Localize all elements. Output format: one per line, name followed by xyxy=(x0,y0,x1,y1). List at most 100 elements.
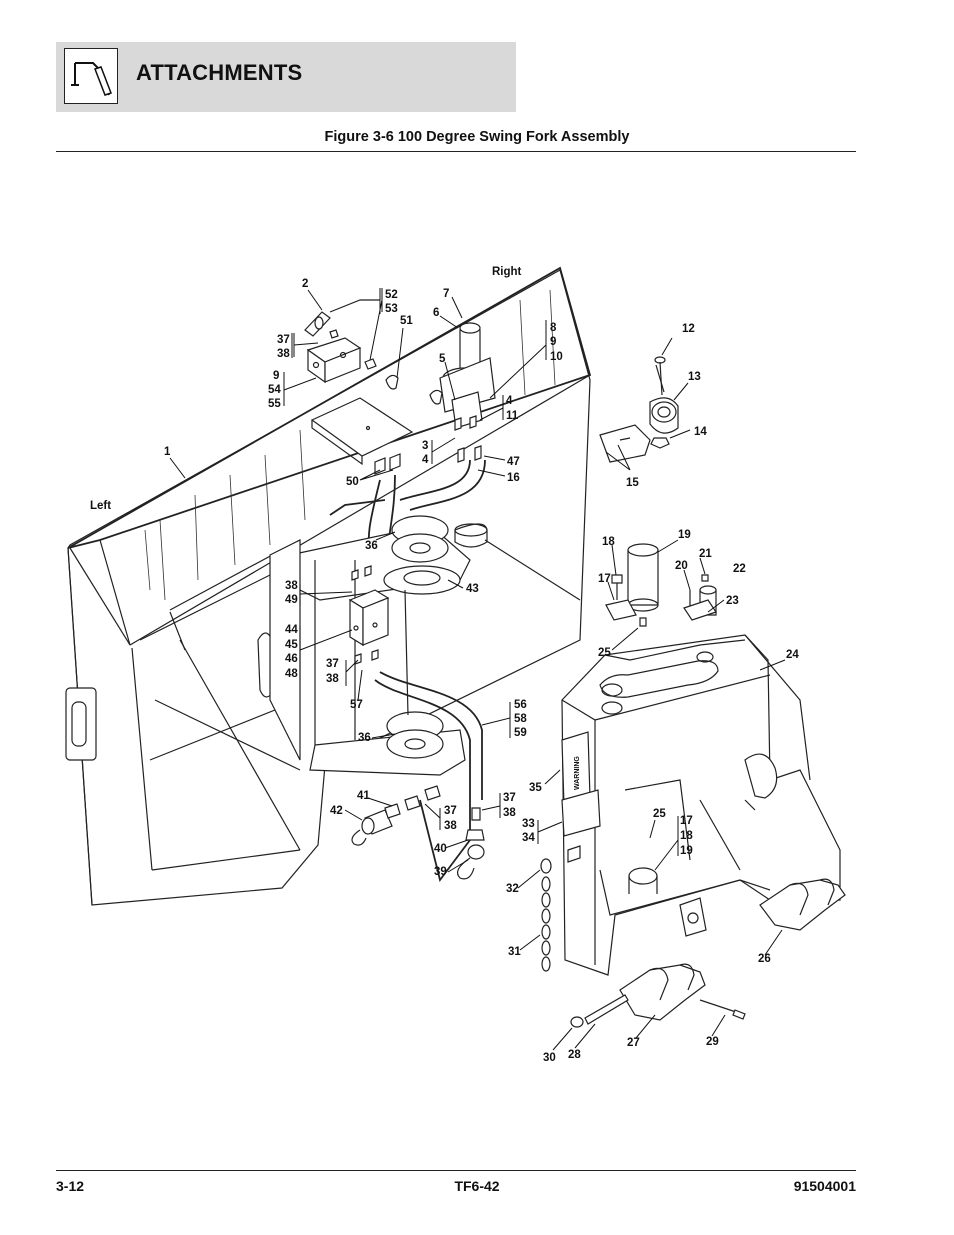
side-label-right: Right xyxy=(492,266,522,278)
callout: 37 xyxy=(277,334,290,346)
callout: 18 xyxy=(602,536,615,548)
callout: 8 xyxy=(550,322,557,334)
callout: 31 xyxy=(508,946,521,958)
document-number: 91504001 xyxy=(793,1178,856,1194)
callout: 19 xyxy=(678,529,691,541)
callout: 15 xyxy=(626,477,639,489)
callout: 52 xyxy=(385,289,398,301)
callout: 41 xyxy=(357,790,370,802)
quick-couplers xyxy=(351,785,485,880)
callout: 9 xyxy=(273,370,279,382)
callout: 59 xyxy=(514,727,527,739)
swing-cylinder-top xyxy=(304,299,399,390)
callout: 58 xyxy=(514,713,527,725)
callout: 12 xyxy=(682,323,695,335)
callout: 54 xyxy=(268,384,281,396)
callout: 21 xyxy=(699,548,712,560)
callout: 25 xyxy=(598,647,611,659)
fork-pins xyxy=(570,994,746,1028)
model-number: TF6-42 xyxy=(454,1178,500,1194)
callout: 7 xyxy=(443,288,449,300)
section-title: ATTACHMENTS xyxy=(136,60,303,85)
figure-title: Figure 3-6 100 Degree Swing Fork Assembl… xyxy=(324,129,630,145)
warning-decal-text: WARNING xyxy=(574,756,581,790)
callout: 6 xyxy=(433,307,439,319)
callout: 38 xyxy=(285,580,298,592)
callout: 38 xyxy=(444,820,457,832)
callout: 42 xyxy=(330,805,343,817)
page-number: 3-12 xyxy=(56,1178,85,1194)
callout: 36 xyxy=(365,540,378,552)
callout: 5 xyxy=(439,353,446,365)
callout: 1 xyxy=(164,446,171,458)
lock-collar-parts xyxy=(599,356,679,463)
callout: 47 xyxy=(507,456,520,468)
callout: 37 xyxy=(503,792,516,804)
callout: 14 xyxy=(694,426,707,438)
callout: 10 xyxy=(550,351,563,363)
callout: 23 xyxy=(726,595,739,607)
callout: 16 xyxy=(507,472,520,484)
callout: 39 xyxy=(434,866,447,878)
callout-labels: Right Left 2 52 53 7 6 51 37 38 9 54 55 … xyxy=(90,266,799,1064)
callout: 37 xyxy=(326,658,339,670)
chain xyxy=(540,858,552,972)
callout-brackets xyxy=(291,288,381,358)
callout: 11 xyxy=(506,410,519,422)
valve-mount-plate xyxy=(310,397,414,475)
callout: 30 xyxy=(543,1052,556,1064)
swing-arm xyxy=(269,515,581,776)
callout: 25 xyxy=(653,808,666,820)
callout: 49 xyxy=(285,594,298,606)
callout: 56 xyxy=(514,699,527,711)
callout: 17 xyxy=(680,815,693,827)
callout: 22 xyxy=(733,563,746,575)
callout: 24 xyxy=(786,649,799,661)
callout: 26 xyxy=(758,953,771,965)
callout: 46 xyxy=(285,653,298,665)
callout: 9 xyxy=(550,336,556,348)
callout: 32 xyxy=(506,883,519,895)
callout: 57 xyxy=(350,699,363,711)
callout: 17 xyxy=(598,573,611,585)
callout: 28 xyxy=(568,1049,581,1061)
callout: 55 xyxy=(268,398,281,410)
swing-fork-carriage: WARNING xyxy=(561,634,841,976)
callout: 53 xyxy=(385,303,398,315)
leader-lines xyxy=(169,288,786,1051)
footer-rule xyxy=(56,1170,856,1171)
callout: 35 xyxy=(529,782,542,794)
callout: 13 xyxy=(688,371,701,383)
callout: 19 xyxy=(680,845,693,857)
callout: 4 xyxy=(422,454,429,466)
side-label-left: Left xyxy=(90,500,111,512)
callout: 27 xyxy=(627,1037,640,1049)
callout: 2 xyxy=(302,278,308,290)
callout: 38 xyxy=(277,348,290,360)
callout: 50 xyxy=(346,476,359,488)
callout: 3 xyxy=(422,440,428,452)
upper-pivot-pin xyxy=(429,322,496,463)
callout: 51 xyxy=(400,315,413,327)
callout: 43 xyxy=(466,583,479,595)
callout: 40 xyxy=(434,843,447,855)
callout: 44 xyxy=(285,624,298,636)
callout: 4 xyxy=(506,395,513,407)
callout: 45 xyxy=(285,639,298,651)
callout: 33 xyxy=(522,818,535,830)
callout: 34 xyxy=(522,832,535,844)
header-band xyxy=(56,42,516,112)
callout: 38 xyxy=(503,807,516,819)
callout: 37 xyxy=(444,805,457,817)
callout: 20 xyxy=(675,560,688,572)
fork-tines xyxy=(619,878,846,1021)
manual-tab-icon xyxy=(64,48,118,104)
swing-motor-parts xyxy=(605,543,717,627)
callout: 29 xyxy=(706,1036,719,1048)
callout: 36 xyxy=(358,732,371,744)
callout: 18 xyxy=(680,830,693,842)
header-rule xyxy=(56,151,856,152)
callout: 38 xyxy=(326,673,339,685)
callout: 48 xyxy=(285,668,298,680)
